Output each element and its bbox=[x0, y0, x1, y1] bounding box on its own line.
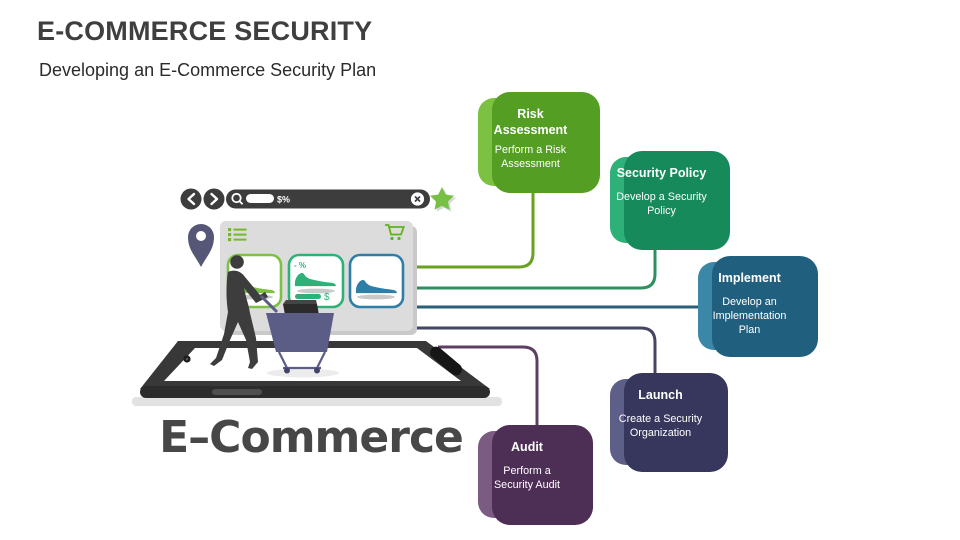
connector-security-policy bbox=[417, 244, 657, 290]
price-label: $ bbox=[324, 292, 330, 303]
cart-box bbox=[283, 300, 319, 315]
ecommerce-logo-text: E–Commerce bbox=[159, 412, 464, 463]
step-body: Develop a Security Policy bbox=[616, 190, 707, 217]
step-box-risk-assessment: Risk Assessment Perform a Risk Assessmen… bbox=[478, 92, 600, 193]
step-box-implement: Implement Develop an Implementation Plan bbox=[698, 256, 818, 357]
step-title: Launch bbox=[638, 388, 683, 402]
tablet-home-slot bbox=[212, 389, 262, 395]
location-pin-icon bbox=[188, 223, 214, 267]
step-body: Create a Security Organization bbox=[618, 412, 703, 439]
tablet bbox=[140, 341, 490, 398]
page-subtitle: Developing an E-Commerce Security Plan bbox=[39, 60, 377, 80]
shopping-cart bbox=[259, 294, 339, 378]
step-box-audit: Audit Perform a Security Audit bbox=[478, 425, 593, 525]
favorite-star-icon bbox=[430, 187, 456, 212]
step-title: Security Policy bbox=[616, 166, 707, 180]
product-card-blue bbox=[348, 253, 405, 309]
discount-badge: - % bbox=[294, 261, 306, 270]
tablet-screen bbox=[164, 348, 461, 381]
connector-lines bbox=[417, 186, 700, 433]
step-title: Risk Assessment bbox=[493, 107, 568, 137]
search-field bbox=[226, 189, 430, 209]
connector-risk-assessment bbox=[417, 186, 535, 269]
search-icon bbox=[231, 192, 244, 205]
back-icon bbox=[180, 188, 202, 210]
browser-bar: $% bbox=[180, 187, 456, 212]
step-title: Implement bbox=[718, 271, 781, 285]
menu-list-icon bbox=[228, 228, 247, 242]
shoe-blue bbox=[355, 280, 397, 294]
tablet-ground-shadow bbox=[132, 397, 502, 406]
tablet-speaker bbox=[430, 346, 462, 376]
connector-launch bbox=[417, 326, 657, 381]
clear-icon bbox=[410, 192, 425, 206]
cart-basket bbox=[266, 313, 334, 352]
product-card-emerald: - % $ bbox=[287, 253, 345, 309]
connector-audit bbox=[438, 345, 539, 433]
step-box-launch: Launch Create a Security Organization bbox=[610, 373, 728, 472]
step-body: Perform a Risk Assessment bbox=[494, 144, 567, 171]
step-body: Perform a Security Audit bbox=[493, 464, 560, 491]
shopper-silhouette bbox=[210, 255, 268, 369]
forward-icon bbox=[203, 188, 225, 210]
step-title: Audit bbox=[511, 440, 543, 454]
step-box-security-policy: Security Policy Develop a Security Polic… bbox=[610, 151, 730, 250]
page-title: E-COMMERCE SECURITY bbox=[37, 16, 373, 46]
shoe-emerald bbox=[294, 273, 336, 287]
step-body: Develop an Implementation Plan bbox=[712, 295, 787, 336]
search-text: $% bbox=[277, 195, 290, 205]
cart-icon bbox=[385, 224, 405, 241]
